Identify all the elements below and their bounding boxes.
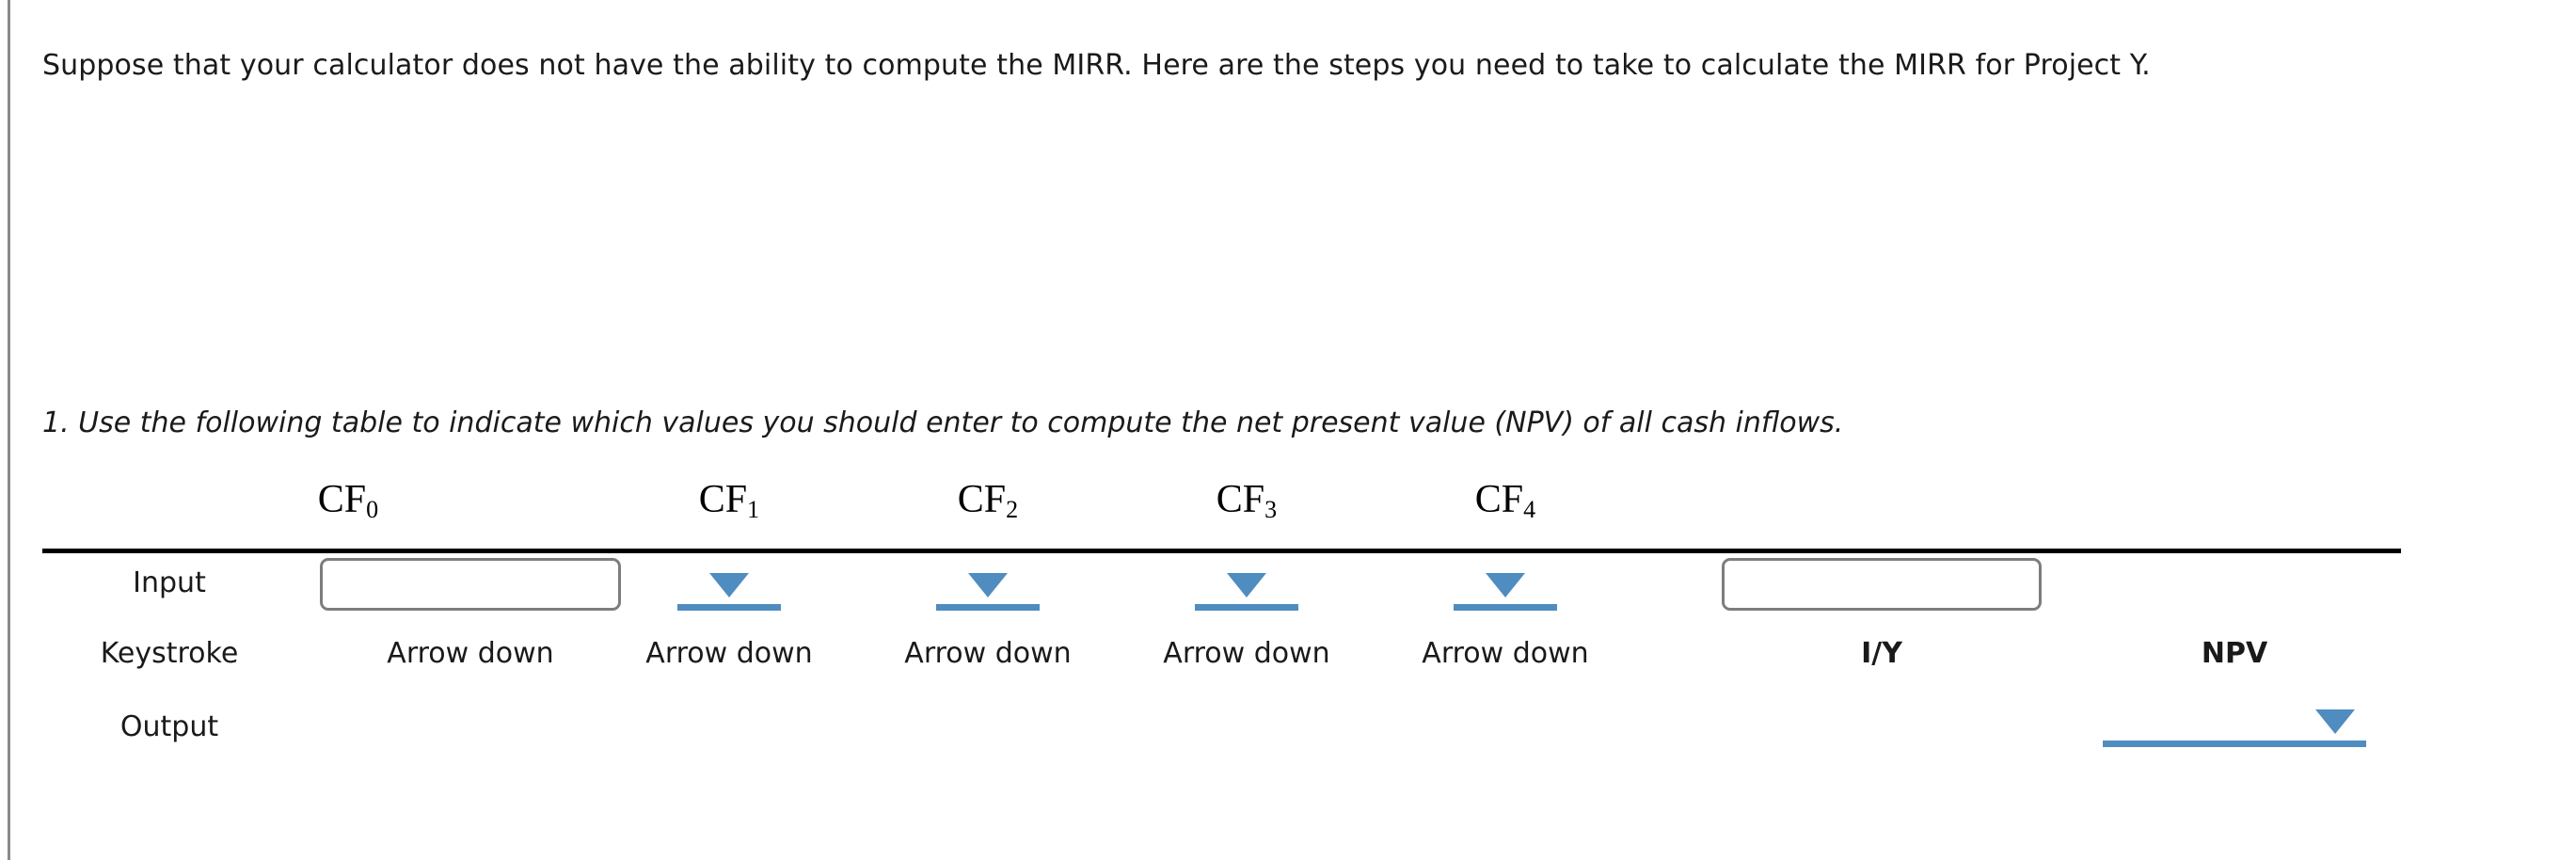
cf2-base: CF — [957, 478, 1007, 521]
cf2-sub: 2 — [1006, 496, 1019, 524]
dropdown-underline — [2103, 741, 2366, 747]
input-cf2-dropdown[interactable] — [936, 558, 1040, 611]
row-label-input: Input — [133, 566, 206, 599]
dropdown-underline — [677, 604, 781, 611]
page-content: Suppose that your calculator does not ha… — [42, 0, 2576, 860]
chevron-down-icon — [2315, 709, 2355, 734]
cf0-base: CF — [317, 478, 367, 521]
column-header-cf4: CF4 — [1392, 480, 1618, 524]
column-header-cf0: CF0 — [216, 480, 480, 524]
dropdown-underline — [1195, 604, 1298, 611]
cf1-base: CF — [698, 478, 748, 521]
keystroke-cf0: Arrow down — [387, 637, 554, 670]
table-header-rule — [42, 549, 2401, 553]
keystroke-cf4: Arrow down — [1422, 637, 1589, 670]
column-header-cf1: CF1 — [616, 480, 842, 524]
keystroke-cf3: Arrow down — [1163, 637, 1330, 670]
cf4-sub: 4 — [1523, 496, 1536, 524]
chevron-down-icon — [1486, 573, 1525, 597]
chevron-down-icon — [968, 573, 1008, 597]
keystroke-cf1: Arrow down — [645, 637, 813, 670]
prompt-text: Use the following table to indicate whic… — [78, 406, 1844, 439]
input-iy-textbox[interactable] — [1722, 558, 2042, 611]
question-prompt: 1. Use the following table to indicate w… — [42, 406, 1843, 439]
cf3-base: CF — [1216, 478, 1265, 521]
cf4-base: CF — [1474, 478, 1524, 521]
column-header-cf2: CF2 — [875, 480, 1101, 524]
row-label-output: Output — [119, 710, 219, 743]
chevron-down-icon — [1227, 573, 1266, 597]
input-cf1-dropdown[interactable] — [677, 558, 781, 611]
keystroke-iy: I/Y — [1861, 637, 1902, 670]
dropdown-underline — [1454, 604, 1557, 611]
keystroke-cf2: Arrow down — [904, 637, 1072, 670]
cf3-sub: 3 — [1264, 496, 1278, 524]
prompt-number: 1. — [42, 406, 70, 439]
cf1-sub: 1 — [747, 496, 760, 524]
page-left-border — [8, 0, 10, 860]
cf0-sub: 0 — [366, 496, 379, 524]
input-cf4-dropdown[interactable] — [1454, 558, 1557, 611]
output-npv-dropdown[interactable] — [2103, 694, 2366, 747]
intro-paragraph: Suppose that your calculator does not ha… — [42, 49, 2151, 82]
keystroke-npv: NPV — [2201, 637, 2268, 670]
column-header-cf3: CF3 — [1134, 480, 1360, 524]
input-cf0-textbox[interactable] — [320, 558, 621, 611]
row-label-keystroke: Keystroke — [100, 637, 239, 670]
chevron-down-icon — [709, 573, 749, 597]
dropdown-underline — [936, 604, 1040, 611]
input-cf3-dropdown[interactable] — [1195, 558, 1298, 611]
